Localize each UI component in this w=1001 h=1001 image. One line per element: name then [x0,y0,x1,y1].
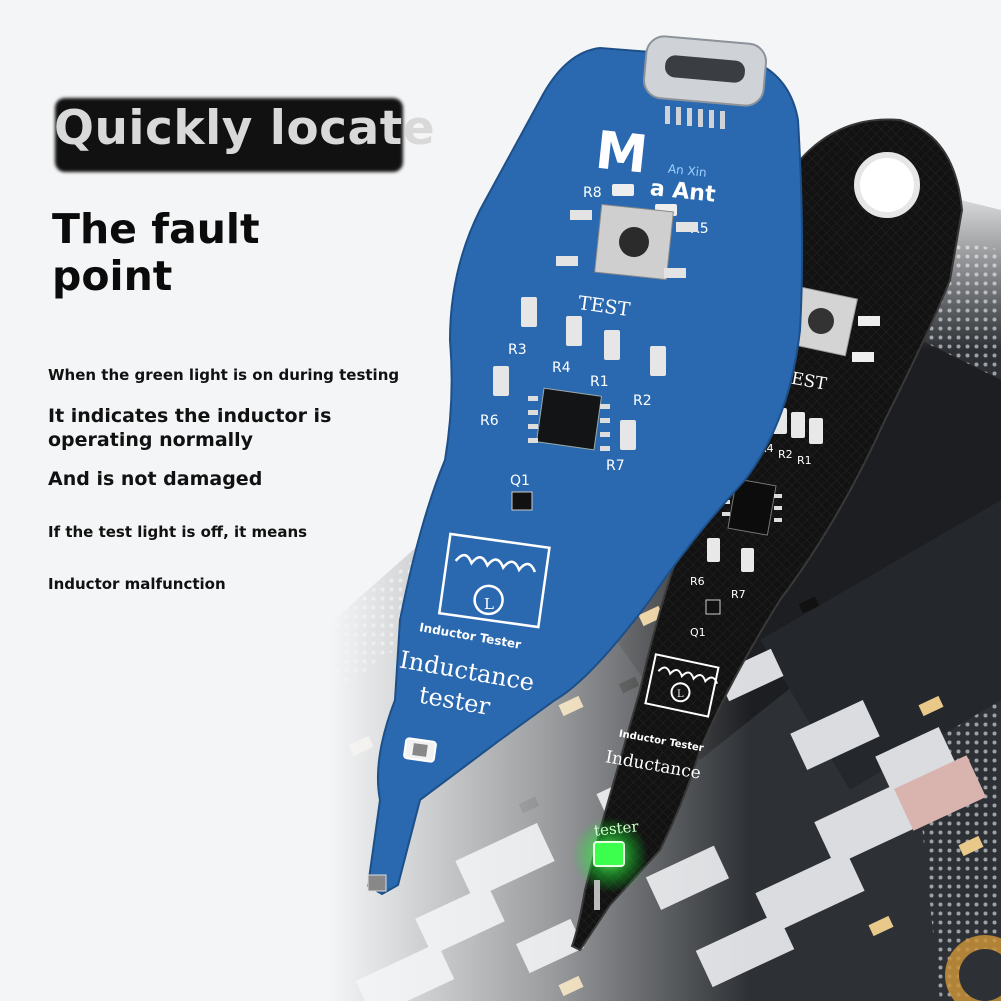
blue-label-r4: R4 [552,360,571,376]
description-line-3: And is not damaged [48,468,263,490]
blue-chip [535,387,603,451]
blue-label-q1: Q1 [510,473,530,489]
blue-label-r6: R6 [480,413,499,429]
black-chip [727,478,777,536]
subheadline-line-1: The fault [52,205,260,253]
blue-label-r2: R2 [633,393,652,409]
blue-inductor-tester-board: M An Xin a Ant R8 R5 TEST R3 R4 R1 R2 R6… [366,35,804,896]
black-label-r1: R1 [797,454,812,467]
blue-symbol-letter: L [484,595,494,613]
black-label-r6: R6 [690,575,705,588]
blue-label-r8: R8 [583,185,602,201]
black-label-q1: Q1 [690,626,706,639]
description-line-5: Inductor malfunction [48,575,226,593]
black-inductor-symbol-icon [644,653,720,718]
blue-label-r3: R3 [508,342,527,358]
blue-brand-mark: M [593,121,651,186]
black-label-r2: R2 [778,448,793,461]
blue-inductor-symbol-icon [437,532,551,629]
subheadline: The fault point [52,206,260,300]
hang-hole-icon [854,152,920,218]
black-inductor-tester-board: TEST R3 R4 R2 R1 R6 R7 Q1 L Inductor Tes… [570,118,964,952]
black-led-label: tester [593,817,640,840]
subheadline-line-2: point [52,252,173,300]
blue-board-outline [366,46,804,896]
blue-brand-small: An Xin [667,162,707,180]
headline: Quickly locate [54,101,436,156]
description-line-4: If the test light is off, it means [48,523,308,541]
description-line-1: When the green light is on during testin… [48,366,400,384]
green-led-indicator [593,841,625,867]
headline-background [55,98,403,172]
black-label-r7: R7 [731,588,746,601]
blue-label-r1: R1 [590,374,609,390]
description-line-2: It indicates the inductor is operating n… [48,405,332,451]
black-symbol-letter: L [677,689,684,700]
blue-label-r7: R7 [606,458,625,474]
